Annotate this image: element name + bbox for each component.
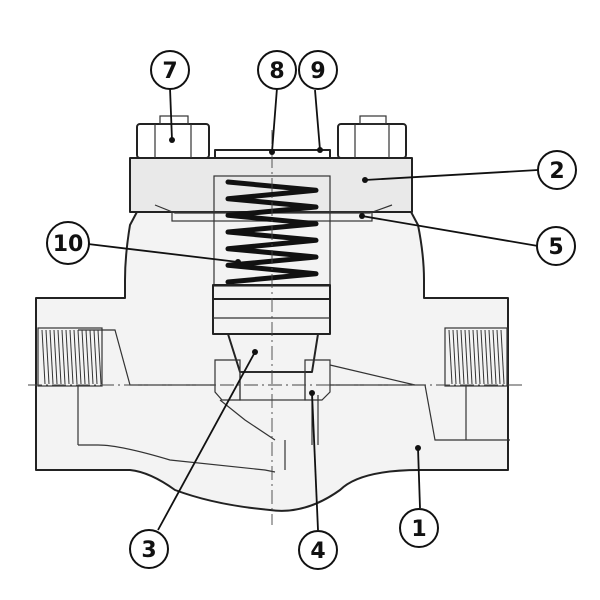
thread-line: [484, 329, 489, 385]
svg-text:3: 3: [141, 538, 156, 563]
thread-line: [492, 329, 497, 385]
thread-line: [488, 329, 493, 385]
svg-text:2: 2: [549, 159, 564, 184]
callout-8: 8: [257, 50, 297, 90]
thread-line: [468, 329, 473, 385]
thread-line: [89, 329, 94, 385]
thread-line: [73, 329, 78, 385]
callout-9: 9: [298, 50, 338, 90]
callout-4: 4: [298, 530, 338, 570]
thread-line: [69, 329, 74, 385]
thread-line: [65, 329, 70, 385]
right-threaded-port: [444, 327, 508, 387]
callout-3: 3: [129, 529, 169, 569]
thread-line: [41, 329, 46, 385]
thread-line: [49, 329, 54, 385]
bolt-right: [337, 115, 407, 159]
spring: [225, 179, 319, 285]
thread-line: [97, 329, 102, 385]
callout-5: 5: [536, 226, 576, 266]
seat-ring: [214, 359, 331, 401]
callout-7: 7: [150, 50, 190, 90]
svg-text:1: 1: [411, 517, 426, 542]
thread-line: [476, 329, 481, 385]
callout-2: 2: [537, 150, 577, 190]
thread-line: [500, 329, 505, 385]
svg-text:5: 5: [548, 235, 563, 260]
thread-line: [452, 329, 457, 385]
thread-line: [496, 329, 501, 385]
thread-line: [45, 329, 50, 385]
thread-line: [77, 329, 82, 385]
thread-line: [61, 329, 66, 385]
thread-line: [472, 329, 477, 385]
thread-line: [57, 329, 62, 385]
callout-1: 1: [399, 508, 439, 548]
piston-disc: [212, 284, 331, 373]
callout-10: 10: [46, 221, 90, 265]
bolt-left: [136, 115, 210, 159]
thread-line: [93, 329, 98, 385]
left-threaded-port: [37, 327, 103, 387]
thread-line: [460, 329, 465, 385]
thread-line: [456, 329, 461, 385]
valve-body: [35, 209, 510, 512]
thread-line: [480, 329, 485, 385]
thread-line: [448, 329, 453, 385]
thread-line: [53, 329, 58, 385]
center-lines: [28, 130, 525, 525]
thread-line: [85, 329, 90, 385]
svg-text:8: 8: [269, 59, 284, 84]
svg-text:9: 9: [310, 59, 325, 84]
svg-text:7: 7: [162, 59, 177, 84]
svg-text:4: 4: [310, 539, 325, 564]
leader-lines: [87, 87, 539, 531]
svg-text:10: 10: [53, 232, 84, 257]
thread-line: [464, 329, 469, 385]
thread-line: [81, 329, 86, 385]
